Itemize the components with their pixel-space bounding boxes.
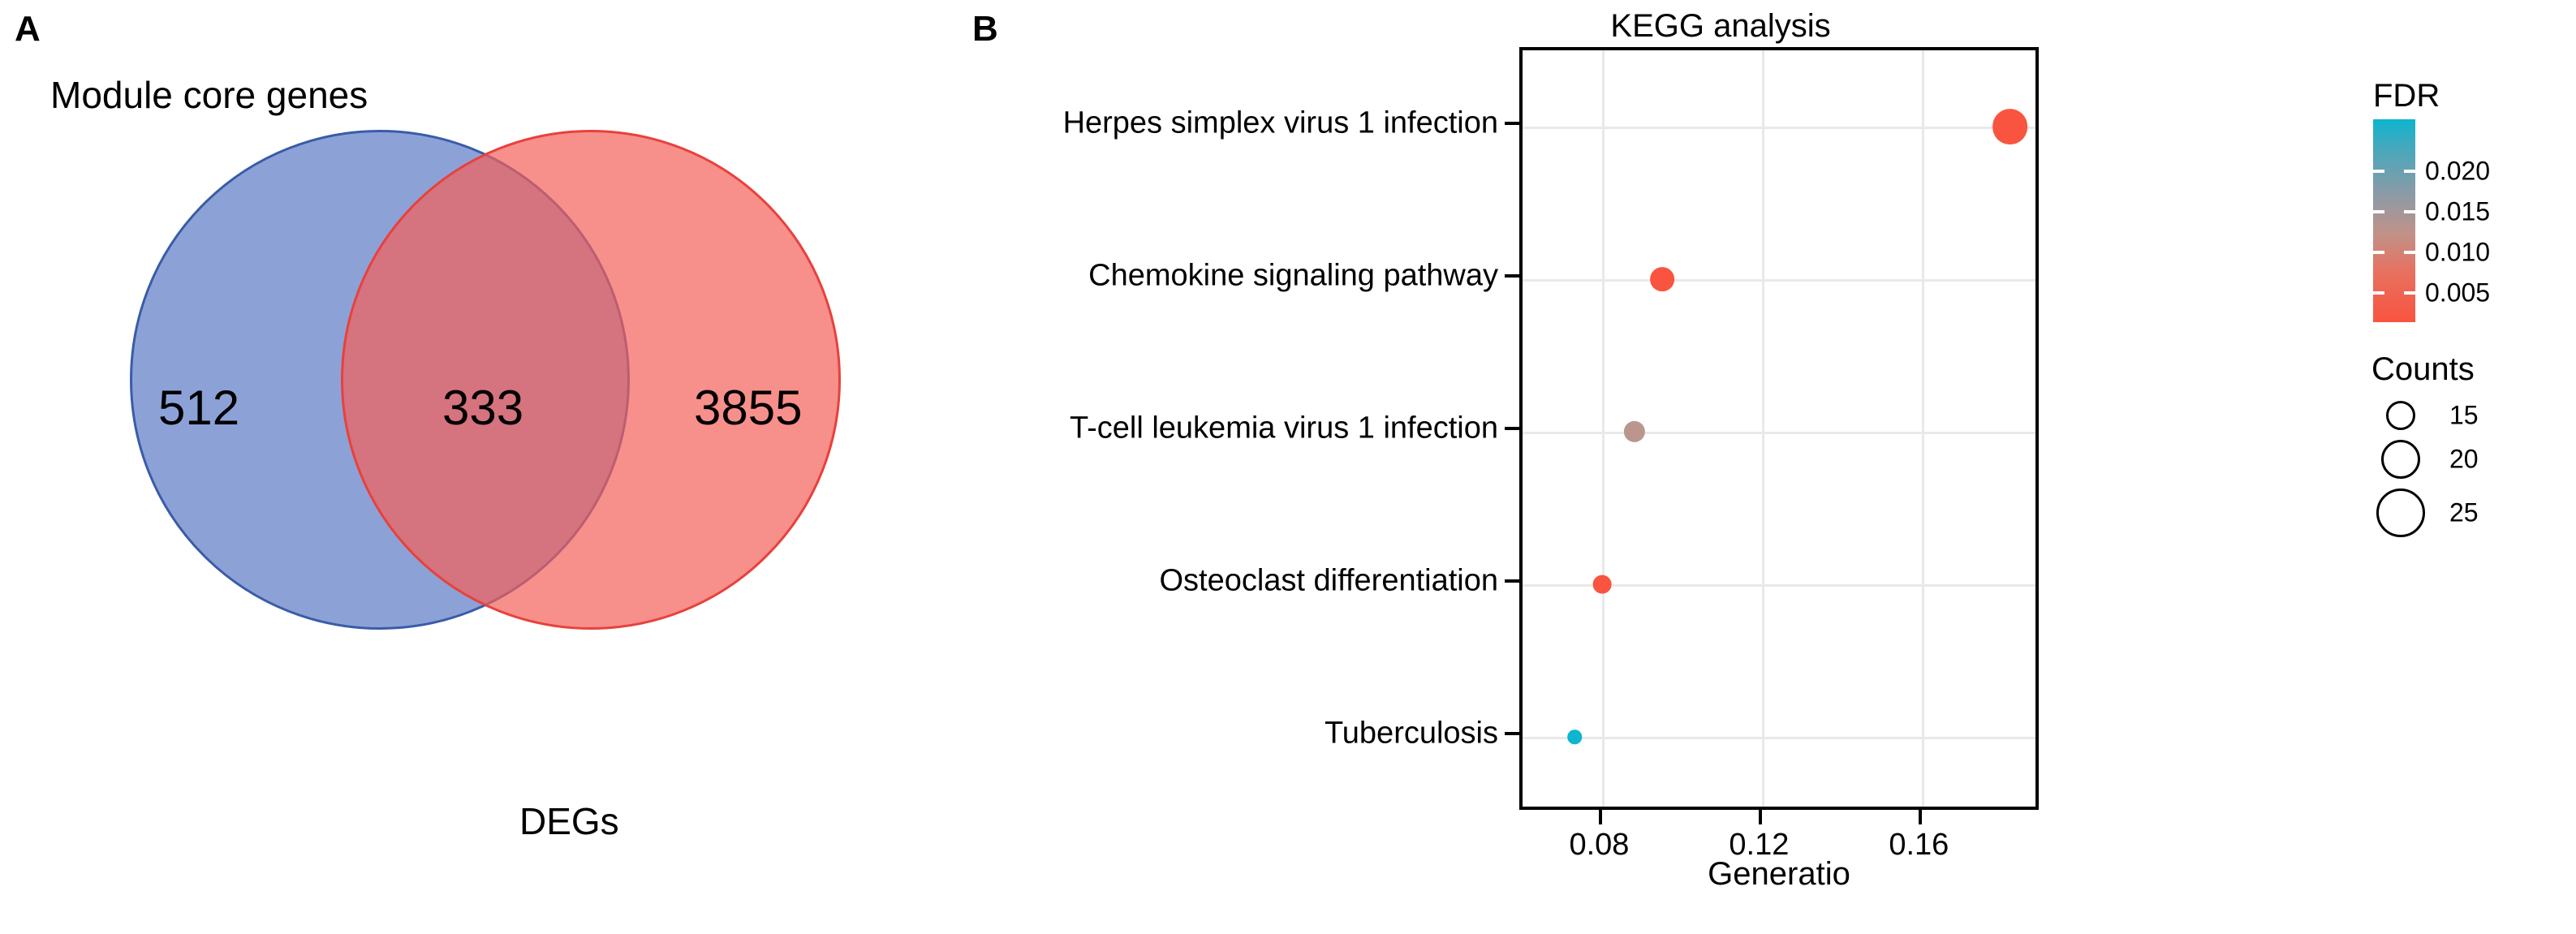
data-point[interactable] bbox=[1623, 420, 1645, 443]
data-point[interactable] bbox=[1593, 575, 1612, 594]
y-axis-tick-mark bbox=[1505, 579, 1519, 583]
venn-bottom-set-label: DEGs bbox=[519, 800, 619, 842]
venn-left-set-label: Module core genes bbox=[50, 74, 368, 116]
data-point[interactable] bbox=[1992, 109, 2028, 144]
venn-count-intersection: 333 bbox=[442, 381, 524, 435]
y-axis-tick-label: Chemokine signaling pathway bbox=[1088, 258, 1498, 293]
y-axis-tick-mark bbox=[1505, 122, 1519, 125]
counts-legend-rows: 15 20 25 bbox=[2371, 396, 2566, 542]
gridline-horizontal bbox=[1523, 584, 2035, 587]
panel-b-letter: B bbox=[972, 9, 998, 49]
x-axis-tick-label: 0.16 bbox=[1889, 828, 1949, 862]
fdr-tick-mark bbox=[2404, 251, 2415, 254]
legend-group: FDR 0.020 0.015 0.010 0.005 Counts 15 20 25 bbox=[2371, 78, 2576, 542]
gridline-vertical bbox=[1762, 50, 1765, 807]
fdr-tick-mark bbox=[2373, 251, 2384, 254]
fdr-tick-label: 0.015 bbox=[2425, 196, 2491, 226]
venn-count-left-only: 512 bbox=[158, 381, 240, 435]
y-axis-tick-mark bbox=[1505, 427, 1519, 430]
counts-legend-label: 15 bbox=[2449, 400, 2479, 430]
chart-title: KEGG analysis bbox=[1610, 8, 1831, 44]
fdr-legend-title: FDR bbox=[2373, 78, 2440, 114]
counts-legend-item: 20 bbox=[2371, 435, 2566, 484]
fdr-colorbar: 0.020 0.015 0.010 0.005 bbox=[2371, 119, 2566, 322]
data-point[interactable] bbox=[1567, 730, 1582, 744]
gridline-horizontal bbox=[1523, 127, 2035, 129]
x-axis-tick-mark bbox=[1919, 810, 1923, 824]
panel-a-venn-diagram: A Module core genes 512 333 3855 DEGs bbox=[0, 0, 958, 934]
counts-legend-circle bbox=[2376, 489, 2425, 537]
fdr-gradient-bar bbox=[2373, 119, 2415, 322]
counts-legend-circle bbox=[2386, 401, 2415, 430]
counts-legend: Counts 15 20 25 bbox=[2371, 351, 2566, 542]
counts-legend-title: Counts bbox=[2371, 351, 2475, 387]
venn-circle-degs bbox=[341, 130, 841, 630]
fdr-tick-mark bbox=[2404, 291, 2415, 295]
x-axis-title: Generatio bbox=[1708, 856, 1850, 892]
fdr-tick-label: 0.020 bbox=[2425, 156, 2491, 186]
gridline-vertical bbox=[1922, 50, 1925, 807]
x-axis-tick-label: 0.12 bbox=[1729, 828, 1790, 862]
fdr-tick-label: 0.010 bbox=[2425, 237, 2491, 267]
fdr-tick-label: 0.005 bbox=[2425, 278, 2491, 308]
fdr-tick-mark bbox=[2404, 210, 2415, 213]
fdr-tick-mark bbox=[2404, 170, 2415, 173]
fdr-tick-mark bbox=[2373, 210, 2384, 213]
gridline-horizontal bbox=[1523, 432, 2035, 434]
y-axis-tick-label: Tuberculosis bbox=[1324, 716, 1498, 751]
plot-area bbox=[1519, 47, 2039, 810]
gridline-vertical bbox=[1602, 50, 1605, 807]
y-axis-tick-mark bbox=[1505, 732, 1519, 735]
counts-legend-label: 25 bbox=[2449, 497, 2479, 527]
y-axis-tick-label: Osteoclast differentiation bbox=[1159, 563, 1498, 598]
fdr-tick-mark bbox=[2373, 291, 2384, 295]
counts-legend-item: 15 bbox=[2371, 396, 2566, 435]
y-axis-tick-label: T-cell leukemia virus 1 infection bbox=[1070, 411, 1498, 445]
y-axis-tick-mark bbox=[1505, 274, 1519, 278]
x-axis-tick-mark bbox=[1599, 810, 1603, 824]
counts-legend-circle bbox=[2381, 440, 2420, 479]
gridline-horizontal bbox=[1523, 279, 2035, 282]
x-axis-tick-label: 0.08 bbox=[1569, 828, 1630, 862]
y-axis-tick-label: Herpes simplex virus 1 infection bbox=[1062, 105, 1498, 140]
gridline-horizontal bbox=[1523, 737, 2035, 739]
panel-a-letter: A bbox=[15, 9, 41, 49]
fdr-tick-mark bbox=[2373, 170, 2384, 173]
x-axis-tick-mark bbox=[1759, 810, 1763, 824]
panel-b-kegg-dotplot: B KEGG analysis Herpes simplex virus 1 i… bbox=[958, 0, 2576, 934]
venn-count-right-only: 3855 bbox=[694, 381, 803, 435]
data-point[interactable] bbox=[1650, 267, 1675, 291]
counts-legend-item: 25 bbox=[2371, 484, 2566, 542]
counts-legend-label: 20 bbox=[2449, 444, 2479, 474]
